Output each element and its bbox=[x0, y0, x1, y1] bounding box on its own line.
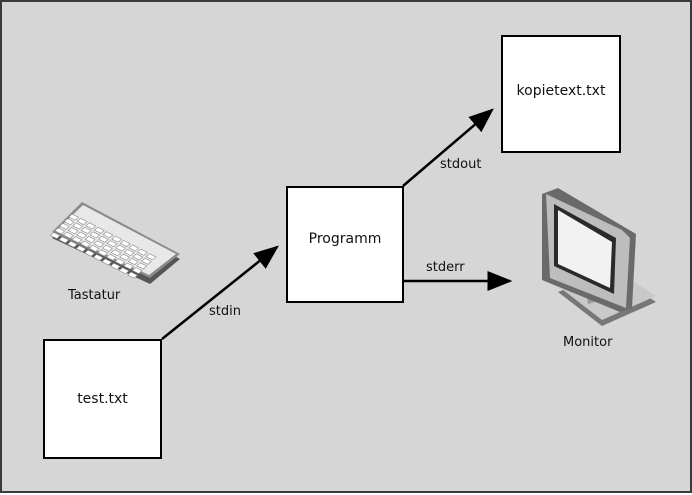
copy-file-label: kopietext.txt bbox=[516, 83, 606, 99]
program-box: Programm bbox=[286, 186, 404, 303]
stderr-label: stderr bbox=[426, 260, 465, 275]
stdout-label: stdout bbox=[440, 157, 482, 172]
monitor-label: Monitor bbox=[563, 335, 613, 350]
copy-file-box: kopietext.txt bbox=[501, 35, 621, 153]
test-file-label: test.txt bbox=[77, 391, 128, 407]
test-file-box: test.txt bbox=[43, 339, 162, 459]
keyboard-label: Tastatur bbox=[68, 288, 121, 303]
stdout-arrow bbox=[402, 108, 494, 187]
stdin-label: stdin bbox=[209, 304, 241, 319]
program-label: Programm bbox=[308, 230, 382, 247]
stdin-arrow bbox=[161, 245, 279, 340]
